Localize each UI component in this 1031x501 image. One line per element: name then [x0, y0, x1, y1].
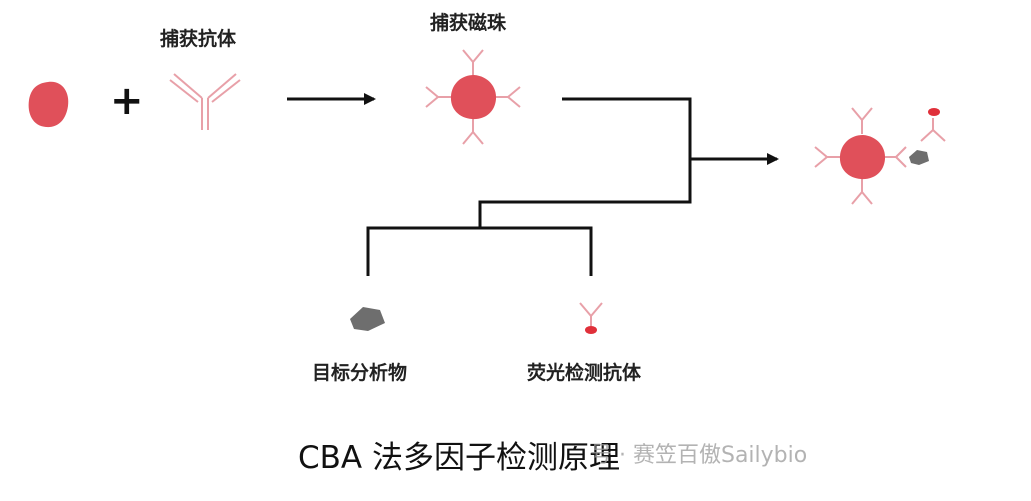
fluorescent-antibody-icon	[579, 302, 603, 334]
plus-sign: +	[110, 78, 144, 124]
bead	[28, 81, 69, 128]
capture-antibody-icon	[169, 73, 241, 130]
bead-complex-icon	[814, 107, 946, 205]
analyte-icon	[350, 307, 385, 331]
target-analyte-label: 目标分析物	[312, 362, 408, 384]
capture-bead-icon	[425, 49, 521, 145]
fluorescent-antibody-label: 荧光检测抗体	[527, 362, 642, 384]
capture-bead-label: 捕获磁珠	[430, 12, 507, 34]
connector-lines	[366, 97, 692, 276]
capture-antibody-label: 捕获抗体	[160, 28, 237, 50]
watermark: 号 · 赛笠百傲Sailybio	[590, 443, 808, 468]
diagram-caption: CBA 法多因子检测原理	[298, 440, 620, 476]
